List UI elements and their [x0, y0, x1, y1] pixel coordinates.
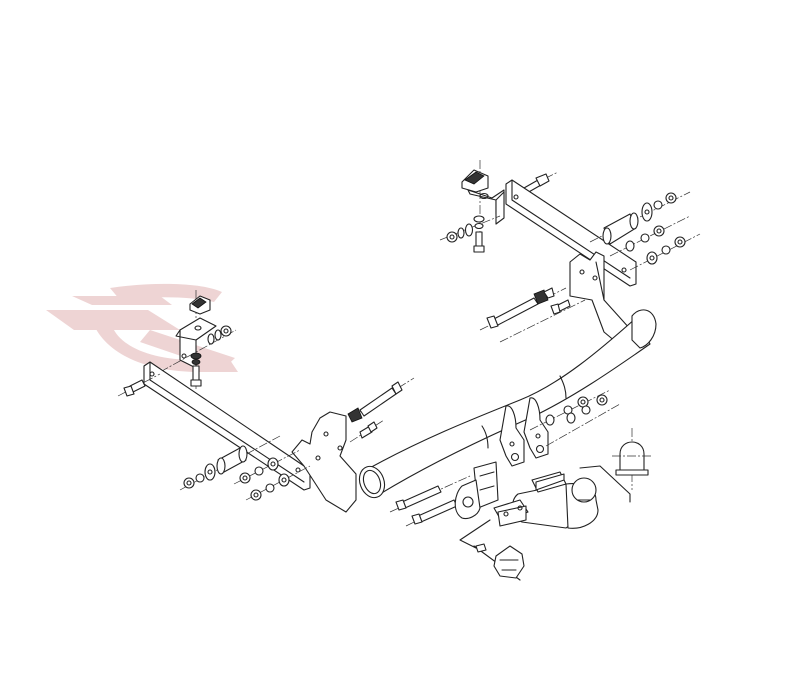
fastener-set: [233, 449, 311, 501]
bolt-icon: [117, 373, 161, 397]
crossbar-tube: [358, 309, 657, 499]
fastener-set: [609, 215, 701, 271]
nut-icon: [446, 231, 458, 243]
washer-icon: [464, 223, 474, 237]
clamp-plates: [493, 471, 567, 527]
spacer-tube-right: [589, 191, 691, 245]
right-angle-bracket: [439, 160, 505, 253]
bolt-icon: [479, 287, 586, 343]
spacer-tube-left: [179, 435, 281, 491]
socket-plate: [454, 461, 499, 520]
ball-cover-cap: [612, 428, 652, 490]
bolt-icon: [389, 475, 481, 527]
hanger-bracket: [499, 397, 549, 467]
fastener-set: [529, 389, 621, 447]
bolt-icon: [473, 215, 485, 253]
washer-icon: [457, 227, 465, 239]
bolt-icon: [347, 377, 415, 443]
left-angle-bracket: [159, 290, 237, 390]
left-side-bracket: [143, 361, 357, 513]
tow-ball-neck: [511, 477, 599, 529]
right-side-bracket: [505, 179, 641, 353]
wiring-connector: [473, 543, 525, 581]
leader-lines: [459, 465, 631, 549]
